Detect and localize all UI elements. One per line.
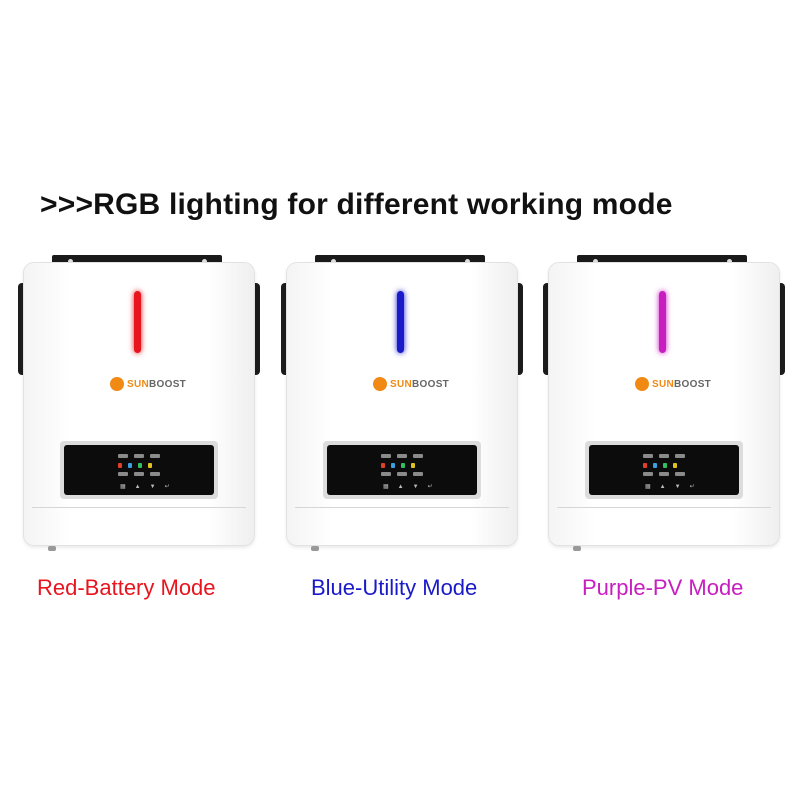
inverter-unit-blue: SUNBOOST ▦ ▲ ▼ ↵ <box>281 255 523 551</box>
rgb-led-strip <box>134 291 141 353</box>
sun-logo-icon <box>110 377 124 391</box>
menu-key-icon[interactable]: ▦ <box>383 484 389 490</box>
inverter-unit-purple: SUNBOOST ▦ ▲ ▼ ↵ <box>543 255 785 551</box>
up-key-icon[interactable]: ▲ <box>397 484 404 490</box>
cable-port <box>311 546 319 551</box>
control-panel: ▦ ▲ ▼ ↵ <box>60 441 218 499</box>
control-panel: ▦ ▲ ▼ ↵ <box>323 441 481 499</box>
inverter-case: SUNBOOST ▦ ▲ ▼ ↵ <box>549 263 779 551</box>
down-key-icon[interactable]: ▼ <box>412 484 419 490</box>
control-panel: ▦ ▲ ▼ ↵ <box>585 441 743 499</box>
headline: >>>RGB lighting for different working mo… <box>40 188 673 221</box>
enter-key-icon[interactable]: ↵ <box>689 484 695 490</box>
cable-port <box>573 546 581 551</box>
caption-purple-pv-mode: Purple-PV Mode <box>582 575 744 600</box>
down-key-icon[interactable]: ▼ <box>674 484 681 490</box>
enter-key-icon[interactable]: ↵ <box>427 484 433 490</box>
brand-logo: SUNBOOST <box>373 377 449 391</box>
lcd-display: ▦ ▲ ▼ ↵ <box>589 445 739 495</box>
enter-key-icon[interactable]: ↵ <box>164 484 170 490</box>
inverter-case: SUNBOOST ▦ ▲ ▼ ↵ <box>287 263 517 551</box>
brand-logo: SUNBOOST <box>635 377 711 391</box>
inverter-unit-red: SUNBOOST ▦ ▲ ▼ ↵ <box>18 255 260 551</box>
lcd-display: ▦ ▲ ▼ ↵ <box>327 445 477 495</box>
up-key-icon[interactable]: ▲ <box>659 484 666 490</box>
down-key-icon[interactable]: ▼ <box>149 484 156 490</box>
cable-port <box>48 546 56 551</box>
sun-logo-icon <box>635 377 649 391</box>
rgb-led-strip <box>397 291 404 353</box>
menu-key-icon[interactable]: ▦ <box>120 484 126 490</box>
sun-logo-icon <box>373 377 387 391</box>
caption-red-battery-mode: Red-Battery Mode <box>37 575 216 600</box>
lcd-display: ▦ ▲ ▼ ↵ <box>64 445 214 495</box>
menu-key-icon[interactable]: ▦ <box>645 484 651 490</box>
caption-blue-utility-mode: Blue-Utility Mode <box>311 575 478 600</box>
inverter-case: SUNBOOST ▦ ▲ ▼ ↵ <box>24 263 254 551</box>
rgb-led-strip <box>659 291 666 353</box>
up-key-icon[interactable]: ▲ <box>134 484 141 490</box>
brand-logo: SUNBOOST <box>110 377 186 391</box>
